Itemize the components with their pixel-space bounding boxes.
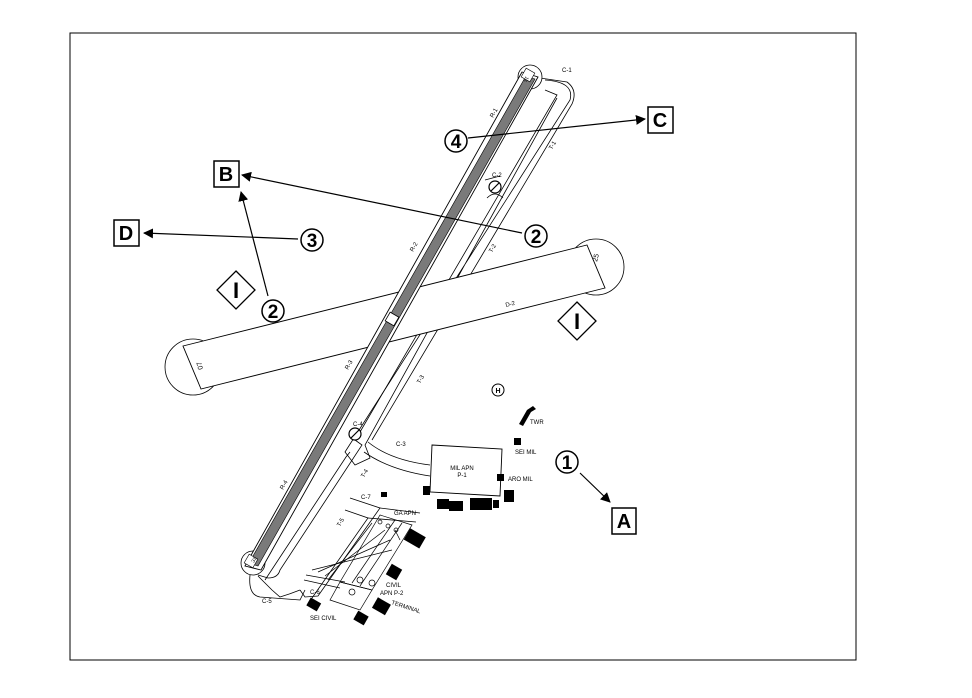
label-c3: C-3: [396, 442, 406, 448]
callout-2-second-number: 2: [268, 302, 279, 323]
southern-taxiway: [257, 439, 431, 581]
callout-3-number: 3: [307, 231, 318, 252]
callout-4: 4: [444, 129, 468, 153]
ga-civil-apron: [303, 514, 413, 611]
callout-3: 3: [300, 228, 324, 252]
parallel-taxiway: [344, 79, 572, 466]
label-c6: C-6: [310, 590, 320, 596]
runway-intersection-marker: [384, 311, 400, 327]
runway-15-threshold: [520, 67, 536, 83]
callout-1: 1: [555, 450, 579, 474]
label-sei-civil: SEI CIVIL: [310, 616, 337, 622]
callout-arrows: [143, 114, 646, 503]
label-t2: T-2: [489, 243, 499, 254]
letter-box-d: D: [113, 219, 140, 247]
callout-4-number: 4: [451, 132, 462, 153]
letter-box-a: A: [611, 507, 637, 535]
taxiway-c2-connector: [484, 175, 504, 199]
diamond-mark-left: I: [216, 270, 256, 310]
label-c4: C-4: [353, 422, 363, 428]
diagram-labels: C-1 C-2 C-3 C-4 C-5 C-6 C-7 T-1 T-2 T-3 …: [196, 68, 601, 622]
callout-1-number: 1: [562, 453, 573, 474]
taxiway-c5: [249, 574, 306, 601]
letter-b: B: [219, 164, 233, 186]
label-t4: T-4: [361, 468, 371, 479]
letter-box-b: B: [213, 160, 240, 188]
label-runway-33: 33: [251, 556, 259, 564]
callout-2-b: 2: [524, 224, 548, 248]
label-c7: C-7: [361, 495, 371, 501]
taxiway-t4: [367, 507, 421, 523]
parallel-taxiway-outer: [371, 77, 575, 441]
buildings: [306, 438, 521, 626]
label-ga-apron: GA APN: [394, 511, 416, 517]
heliport-label: H: [495, 388, 500, 395]
label-r2: R-2: [410, 241, 420, 253]
label-tower: TWR: [530, 420, 544, 426]
diamond-mark-right: I: [557, 301, 597, 341]
heliport-icon: H: [491, 383, 505, 397]
label-aro-mil: ARO MIL: [508, 477, 533, 483]
diamond-mark-right-label: I: [574, 309, 580, 334]
callout-2-b-number: 2: [531, 227, 542, 248]
label-civil-apron-1: CIVIL: [386, 583, 402, 589]
label-t5: T-5: [337, 517, 347, 528]
label-r3: R-3: [345, 359, 355, 371]
label-d2: D-2: [505, 301, 516, 309]
military-apron: [429, 444, 503, 497]
label-terminal: TERMINAL: [390, 600, 421, 615]
label-t1: T-1: [549, 140, 559, 151]
diagram-frame: [69, 32, 857, 661]
label-civil-apron-2: APN P-2: [380, 591, 404, 597]
label-runway-15: 15: [521, 75, 529, 83]
letter-c: C: [653, 110, 667, 132]
label-c2: C-2: [492, 173, 502, 179]
runway-33-threshold: [243, 553, 259, 569]
label-r4: R-4: [280, 479, 290, 491]
label-mil-apron-2: P-1: [457, 473, 467, 479]
letter-d: D: [119, 223, 133, 245]
label-t3: T-3: [417, 374, 427, 385]
label-sei-mil: SEI MIL: [515, 450, 537, 456]
letter-box-c: C: [647, 106, 674, 134]
label-mil-apron-1: MIL APN: [450, 466, 473, 472]
hold-point-c4: [348, 427, 362, 441]
diamond-mark-left-label: I: [233, 278, 239, 303]
tower-icon: [519, 406, 536, 426]
label-runway-07: 07: [196, 361, 205, 370]
callout-2-b-second: 2: [261, 299, 285, 323]
label-c5: C-5: [262, 599, 272, 605]
label-runway-25: 25: [592, 253, 601, 262]
hold-point-c2: [488, 180, 502, 194]
label-c1: C-1: [562, 68, 572, 74]
letter-a: A: [617, 511, 631, 533]
label-r1: R-1: [490, 107, 500, 119]
